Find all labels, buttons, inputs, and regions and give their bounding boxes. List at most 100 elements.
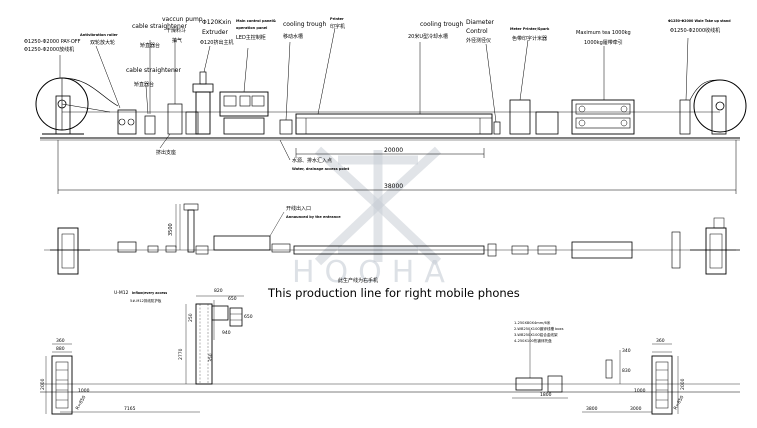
dimension-20000: 20000 bbox=[384, 147, 403, 154]
dim-3000: 3000 bbox=[630, 406, 642, 412]
diameter-control-cn: 外径测径仪 bbox=[466, 37, 491, 44]
right-legend-2: 2-WB250X100镀锌线槽 boxs bbox=[514, 326, 564, 331]
m12-label: 5#-M12排线防护板 bbox=[130, 298, 162, 303]
left-stand-detail bbox=[45, 343, 73, 415]
cooling-trough-2-en: cooling trough bbox=[420, 21, 463, 28]
payoff-plan bbox=[57, 227, 79, 275]
cable-straightener-2-en: cable straightener bbox=[126, 67, 181, 74]
extruder-model: Φ120Kxin bbox=[202, 19, 231, 26]
extruder-plan bbox=[179, 203, 199, 253]
meter-printer bbox=[509, 99, 531, 135]
dim-350: 350 bbox=[208, 353, 214, 362]
cooling-trough-1-en: cooling trough bbox=[283, 21, 326, 28]
payoff-label-1: Φ1250-Φ2000 PAY-OFF bbox=[24, 39, 81, 45]
control-cabinet-plan bbox=[213, 235, 271, 251]
water-point-cn: 水源、排水汇入点 bbox=[292, 157, 332, 164]
main-panel-en-1: Main control panel& bbox=[236, 19, 276, 23]
capstan-plan bbox=[571, 241, 633, 259]
dimension-38000: 38000 bbox=[384, 183, 403, 190]
anti-vibration-unit bbox=[117, 109, 137, 135]
main-panel-cn: LED主控制柜 bbox=[236, 34, 266, 41]
watermark-text: HOOHA bbox=[292, 255, 455, 290]
dim-940: 940 bbox=[222, 330, 231, 336]
main-control-panel bbox=[219, 91, 269, 135]
dim-340: 340 bbox=[622, 348, 631, 354]
diameter-control bbox=[493, 121, 501, 135]
left-dim-880: 880 bbox=[56, 346, 65, 352]
trough-plan bbox=[293, 245, 485, 255]
capstan-en: Maximum tea 1000kg bbox=[576, 30, 631, 36]
dim-1800: 1800 bbox=[540, 392, 552, 398]
takeup-en: Φ1250-Φ2000 Wale Take up stand bbox=[668, 19, 731, 23]
cooling-trough-1-cn: 移动水槽 bbox=[283, 33, 303, 40]
cable-straightener-1 bbox=[144, 115, 156, 135]
right-stand-detail bbox=[651, 343, 679, 415]
dim-830: 830 bbox=[622, 368, 631, 374]
u-m12-label: U-M12 bbox=[114, 290, 129, 296]
vacuum-pump-en: vaccun pump bbox=[162, 16, 203, 23]
middle-plan-view: 3500 开线出入口 Announced by the entrance 此生产… bbox=[44, 203, 740, 284]
dim-2770: 2770 bbox=[178, 348, 184, 360]
extruder bbox=[192, 71, 214, 135]
right-legend-4: 4-250X100热镀锌托盘 bbox=[514, 338, 552, 343]
extruder-stand-cn: 挤出支座 bbox=[156, 149, 176, 156]
caption-text: This production line for right mobile ph… bbox=[268, 286, 520, 300]
left-dim-360: 360 bbox=[56, 338, 65, 344]
right-r-label: R=850 bbox=[673, 394, 686, 411]
dim-650-top: 650 bbox=[228, 296, 237, 302]
extruder-cn: Φ120挤出主机 bbox=[200, 39, 233, 46]
main-panel-en-2: operation panel bbox=[236, 26, 267, 30]
inflow-label: Inflow/every access bbox=[132, 291, 167, 295]
diameter-control-en-2: Control bbox=[466, 28, 488, 35]
right-dim-2000: 2000 bbox=[680, 378, 686, 390]
payoff-label-2: Φ1250-Φ2000放线机 bbox=[24, 46, 74, 53]
cooling-trough-1 bbox=[279, 119, 293, 135]
left-r-label: R=850 bbox=[75, 394, 88, 411]
diameter-control-en-1: Diameter bbox=[466, 19, 495, 26]
left-dim-1000: 1000 bbox=[78, 388, 90, 394]
right-dim-1000: 1000 bbox=[634, 388, 646, 394]
dim-3800: 3800 bbox=[586, 406, 598, 412]
anti-vibration-label: Antivibration roller bbox=[80, 33, 118, 37]
takeup-plan bbox=[705, 227, 727, 275]
right-legend-3: 3-WB250X100铝合金线架 bbox=[514, 332, 558, 337]
production-note-cn: 此生产线为右手机 bbox=[338, 277, 378, 284]
top-elevation-view: Φ1250-Φ2000 PAY-OFF Φ1250-Φ2000放线机 Antiv… bbox=[24, 16, 747, 194]
takeup-reel bbox=[679, 79, 747, 135]
cable-straightener-2-cn: 矫直器台 bbox=[134, 81, 154, 88]
extruder-column-detail bbox=[185, 295, 244, 385]
watermark-logo: HOOHA bbox=[292, 146, 455, 290]
cooling-trough-2-cn: 20米U型冷却水槽 bbox=[408, 33, 448, 40]
bottom-floor-view: 360 880 2000 R=850 1000 U-M12 Inflow/eve… bbox=[40, 288, 740, 415]
dim-7165: 7165 bbox=[124, 406, 136, 412]
vacuum-pump bbox=[167, 103, 183, 135]
cable-entry-cn: 开线出入口 bbox=[286, 205, 311, 212]
anti-vibration-cn: 双轮放大轮 bbox=[90, 39, 115, 46]
capstan-caterpillar bbox=[571, 99, 635, 135]
dimension-3500: 3500 bbox=[168, 223, 174, 236]
cable-straightener-1-en: cable straightener bbox=[132, 23, 187, 30]
printer-en: Printer bbox=[330, 17, 344, 21]
meter-printer-en: Meter Printer/Spark bbox=[510, 27, 550, 31]
right-dim-360: 360 bbox=[656, 338, 665, 344]
right-legend-1: 1-250X80X4mm/6米 bbox=[514, 320, 551, 325]
left-dim-2000: 2000 bbox=[40, 378, 46, 390]
vacuum-pump-cn: 干燥料斗 bbox=[166, 27, 186, 34]
cable-straightener-1-cn: 矫直器台 bbox=[140, 42, 160, 49]
capstan-cn: 1000kg履带牵引 bbox=[584, 39, 623, 46]
cooling-trough-20m bbox=[295, 113, 493, 135]
right-conveyor-detail bbox=[512, 330, 652, 413]
water-point-en: Water, drainage access point bbox=[292, 167, 350, 171]
vacuum-pump-cn2: 抽气 bbox=[172, 37, 182, 44]
dim-650-mid: 650 bbox=[244, 314, 253, 320]
cable-entry-en: Announced by the entrance bbox=[286, 215, 341, 219]
dim-250: 250 bbox=[188, 313, 194, 322]
extruder-en: Extruder bbox=[202, 29, 228, 36]
payoff-reel bbox=[35, 77, 111, 135]
printer-cn: 印字机 bbox=[330, 23, 345, 30]
meter-printer-cn: 色带印字计米器 bbox=[512, 35, 547, 42]
takeup-cn: Φ1250-Φ2000收线机 bbox=[670, 27, 720, 34]
dim-820: 820 bbox=[214, 288, 223, 294]
